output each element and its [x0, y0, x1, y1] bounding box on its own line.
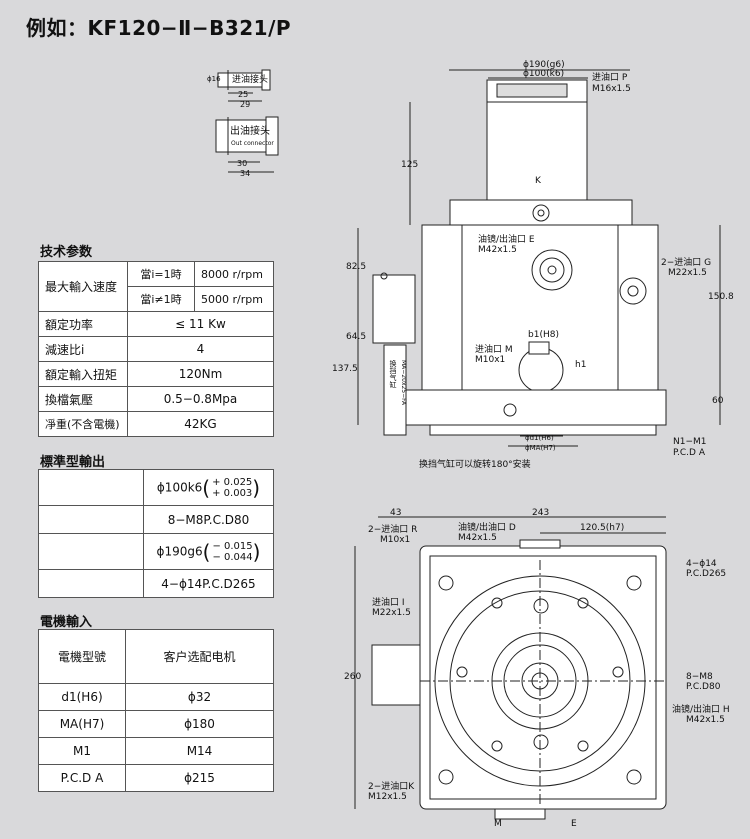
- dim1375: 137.5: [332, 364, 358, 374]
- tech-heading: 技术参数: [40, 245, 93, 260]
- b1: b1(H8): [528, 330, 559, 340]
- dim43: 43: [390, 508, 402, 518]
- port-g: 2−进油口 G: [661, 258, 712, 268]
- port-m: 进油口 M: [475, 345, 513, 355]
- speed-label: 最大輸入速度: [38, 261, 128, 312]
- port-e-m: M42x1.5: [478, 245, 517, 255]
- motor-v3: ϕ215: [125, 764, 274, 792]
- port-h-m: M42x1.5: [686, 715, 725, 725]
- phi100: ϕ100(k6): [523, 69, 565, 79]
- inlet-connector-drawing: [217, 69, 271, 102]
- h1: h1: [575, 360, 587, 370]
- d16: ϕ16: [207, 75, 221, 83]
- cyl-model: MA−20x25−FA: [400, 360, 407, 406]
- std-r1-upper: + 0.025: [212, 476, 253, 488]
- ratio1: 當i=1時: [127, 261, 195, 287]
- m8: 8−M8: [686, 672, 713, 682]
- torque-value: 120Nm: [127, 361, 274, 387]
- motor-col2: 客户选配电机: [125, 629, 274, 684]
- motor-col1: 電機型號: [38, 629, 126, 684]
- hole4-pcd: P.C.D265: [686, 569, 727, 579]
- top-view: [354, 516, 667, 820]
- dim1508: 150.8: [708, 292, 734, 302]
- dim34: 34: [240, 169, 251, 178]
- n1m1: N1−M1: [673, 437, 707, 447]
- label-k: K: [535, 176, 541, 186]
- port-g-m: M22x1.5: [668, 268, 707, 278]
- standard-table: ϕ100k6(+ 0.025+ 0.003) 8−M8P.C.D80 ϕ190g…: [38, 469, 274, 598]
- motor-heading: 電機輸入: [40, 615, 93, 630]
- port-i-m: M22x1.5: [372, 608, 411, 618]
- m8-pcd: P.C.D80: [686, 682, 721, 692]
- std-r4: 4−ϕ14P.C.D265: [143, 569, 274, 598]
- rotate-note: 换挡气缸可以旋转180°安装: [419, 460, 531, 470]
- dim243: 243: [532, 508, 550, 518]
- outlet-connector-drawing: [215, 116, 279, 173]
- conn-out-label: 出油接头: [230, 126, 270, 137]
- standard-heading: 標準型輸出: [40, 455, 106, 470]
- motor-k3: P.C.D A: [38, 764, 126, 792]
- conn-out-en: Out connector: [231, 140, 274, 147]
- port-p-m: M16x1.5: [592, 84, 631, 94]
- label-e: E: [571, 819, 577, 829]
- rpm1: 8000 r/rpm: [194, 261, 274, 287]
- std-r2: 8−M8P.C.D80: [143, 505, 274, 534]
- dim825: 82.5: [346, 262, 367, 272]
- power-value: ≤ 11 Kw: [127, 311, 274, 337]
- std-r3-main: ϕ190g6: [156, 544, 203, 558]
- label-m: M: [494, 819, 502, 829]
- std-r3-lower: − 0.044: [212, 551, 253, 563]
- port-k: 2−进油口K: [368, 782, 415, 792]
- std-r1: ϕ100k6(+ 0.025+ 0.003): [143, 469, 274, 506]
- dim60: 60: [712, 396, 724, 406]
- pressure-value: 0.5−0.8Mpa: [127, 386, 274, 412]
- dim1205: 120.5(h7): [580, 523, 625, 533]
- hole4: 4−ϕ14: [686, 559, 717, 569]
- weight-value: 42KG: [127, 411, 274, 437]
- weight-label: 凈重(不含電機): [38, 411, 128, 437]
- std-r1-main: ϕ100k6: [156, 480, 203, 494]
- dim30: 30: [237, 159, 248, 168]
- front-view: [357, 69, 721, 447]
- dim645: 64.5: [346, 332, 367, 342]
- phi190: ϕ190(g6): [523, 60, 565, 70]
- tech-table: 最大輸入速度 當i=1時 8000 r/rpm 當i≠1時 5000 r/rpm…: [38, 261, 274, 437]
- d1: ϕd1(H6): [525, 434, 554, 442]
- ma: ϕMA(H7): [525, 444, 556, 452]
- port-d-m: M42x1.5: [458, 533, 497, 543]
- port-h: 油镜/出油口 H: [672, 705, 730, 715]
- port-p: 进油口 P: [592, 73, 628, 83]
- page-title: 例如：KF120−Ⅱ−B321/P: [26, 16, 292, 40]
- cyl-label: 换挡气缸: [389, 360, 397, 388]
- pcda: P.C.D A: [673, 448, 705, 458]
- std-r3: ϕ190g6(− 0.015− 0.044): [143, 533, 274, 570]
- dim125: 125: [401, 160, 419, 170]
- port-k-m: M12x1.5: [368, 792, 407, 802]
- port-m-m: M10x1: [475, 355, 506, 365]
- dim29: 29: [240, 100, 251, 109]
- power-label: 額定功率: [38, 311, 128, 337]
- port-r-m: M10x1: [380, 535, 411, 545]
- port-e: 油镜/出油口 E: [478, 235, 535, 245]
- ratio-value: 4: [127, 336, 274, 362]
- port-i: 进油口 I: [372, 598, 405, 608]
- conn-in-label: 进油接头: [232, 75, 269, 85]
- std-r1-lower: + 0.003: [212, 487, 253, 499]
- port-d: 油镜/出油口 D: [458, 523, 516, 533]
- std-r3-upper: − 0.015: [212, 540, 253, 552]
- port-r: 2−进油口 R: [368, 525, 418, 535]
- pressure-label: 換檔氣壓: [38, 386, 128, 412]
- dim25: 25: [238, 90, 249, 99]
- dim260: 260: [344, 672, 362, 682]
- motor-v1: ϕ180: [125, 710, 274, 738]
